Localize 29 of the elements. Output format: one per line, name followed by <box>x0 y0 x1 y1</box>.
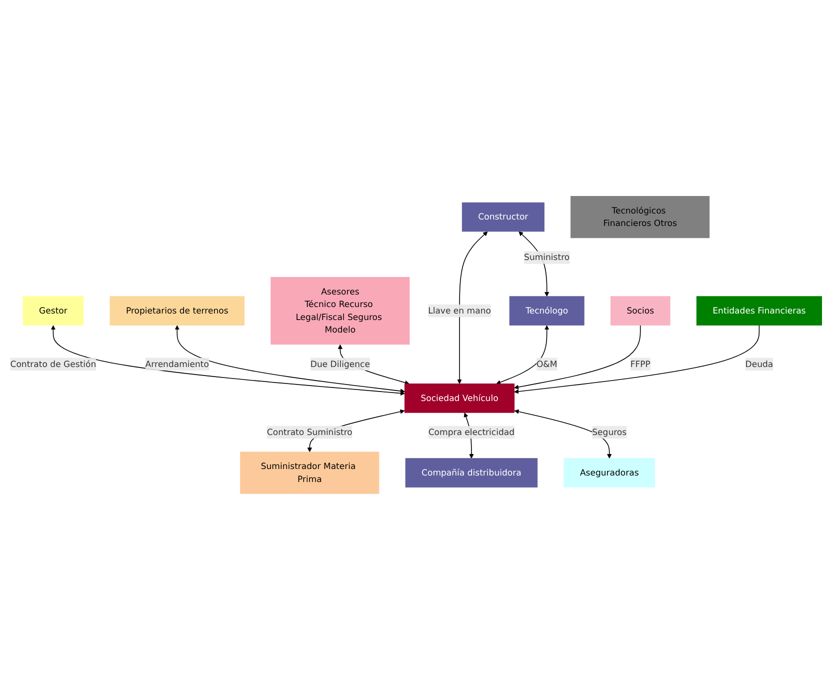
node-box: Tecnólogo <box>509 296 584 326</box>
arrow <box>457 231 488 384</box>
node-box: Suministrador Materia Prima <box>240 452 380 494</box>
edge-label: Deuda <box>745 358 774 369</box>
edge-label: Seguros <box>592 427 627 438</box>
arrow <box>514 324 641 390</box>
edge-label: Arrendamiento <box>145 358 209 369</box>
edge-label: Compra electricidad <box>428 427 515 438</box>
node-box: Constructor <box>462 202 544 232</box>
node-box: Entidades Financieras <box>696 296 822 326</box>
edge-label: Suministro <box>524 252 570 262</box>
edge-label: FFPP <box>630 358 650 369</box>
node-box: Gestor <box>22 296 84 326</box>
node-box: Asesores Técnico Recurso Legal/Fiscal Seguros Modelo <box>270 277 410 345</box>
arrow <box>496 325 550 385</box>
edge-label: Due Diligence <box>310 358 370 369</box>
arrow <box>514 324 760 394</box>
arrow <box>50 325 405 396</box>
edge-label: Contrato de Gestión <box>10 358 96 369</box>
edge-label: Contrato Suministro <box>266 427 352 438</box>
node-box: Propietarios de terrenos <box>110 296 245 326</box>
arrow <box>174 325 405 394</box>
node-box: Tecnológicos Financieros Otros <box>570 196 710 238</box>
node-box: Socios <box>610 296 670 326</box>
node-box: Sociedad Vehículo <box>404 384 515 413</box>
edge-label: Llave en mano <box>428 306 491 316</box>
edge-label: O&M <box>536 358 558 369</box>
node-box: Aseguradoras <box>564 458 656 488</box>
node-box: Compañía distribuidora <box>405 458 538 488</box>
